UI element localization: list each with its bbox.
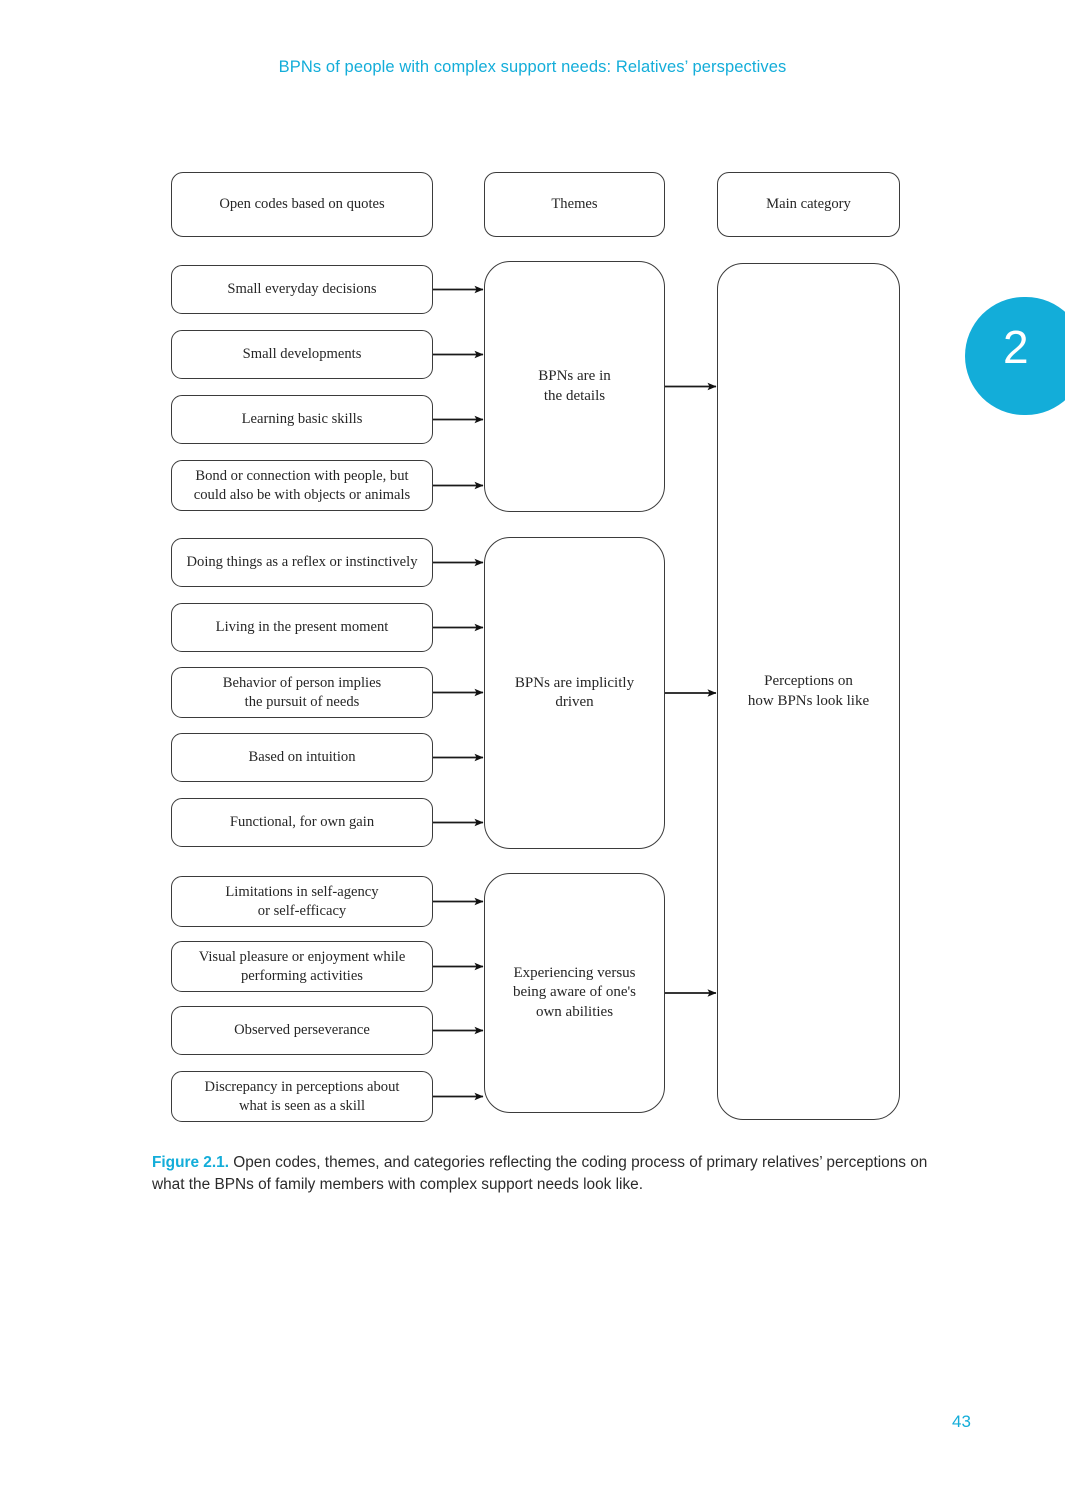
- open-code-box-label: Limitations in self-agency or self-effic…: [225, 883, 379, 919]
- figure-caption-text: Open codes, themes, and categories refle…: [152, 1154, 928, 1193]
- open-code-box-label: Living in the present moment: [215, 619, 389, 636]
- open-code-box-label: Behavior of person implies the pursuit o…: [222, 674, 382, 710]
- figure-caption: Figure 2.1. Open codes, themes, and cate…: [152, 1152, 942, 1196]
- running-head: BPNs of people with complex support need…: [278, 58, 787, 76]
- open-code-box: Limitations in self-agency or self-effic…: [171, 876, 433, 927]
- theme-box-label: BPNs are in the details: [538, 368, 611, 404]
- open-code-box: Based on intuition: [171, 733, 433, 782]
- theme-box-label: Experiencing versus being aware of one's…: [512, 964, 637, 1020]
- main-category-header-label: Main category: [766, 196, 851, 213]
- open-code-box-label: Bond or connection with people, but coul…: [193, 467, 411, 503]
- open-code-box-label: Small developments: [242, 346, 362, 363]
- main-category-header: Main category: [717, 172, 900, 237]
- open-codes-header: Open codes based on quotes: [171, 172, 433, 237]
- theme-box: BPNs are implicitly driven: [484, 537, 665, 849]
- main-category-box: Perceptions on how BPNs look like: [717, 263, 900, 1120]
- open-code-box: Small everyday decisions: [171, 265, 433, 314]
- theme-box-label: BPNs are implicitly driven: [514, 674, 635, 711]
- open-code-box: Discrepancy in perceptions about what is…: [171, 1071, 433, 1122]
- page-number: 43: [952, 1412, 971, 1431]
- open-code-box: Visual pleasure or enjoyment while perfo…: [171, 941, 433, 992]
- chapter-tab-number: 2: [1003, 321, 1029, 373]
- theme-box: Experiencing versus being aware of one's…: [484, 873, 665, 1113]
- open-code-box: Small developments: [171, 330, 433, 379]
- open-codes-header-label: Open codes based on quotes: [219, 196, 385, 213]
- open-code-box: Learning basic skills: [171, 395, 433, 444]
- figure-label: Figure 2.1.: [152, 1154, 229, 1171]
- open-code-box: Observed perseverance: [171, 1006, 433, 1055]
- themes-header-label: Themes: [551, 196, 598, 213]
- open-code-box-label: Based on intuition: [248, 749, 356, 766]
- open-code-box: Behavior of person implies the pursuit o…: [171, 667, 433, 718]
- themes-header: Themes: [484, 172, 665, 237]
- open-code-box: Doing things as a reflex or instinctivel…: [171, 538, 433, 587]
- open-code-box: Bond or connection with people, but coul…: [171, 460, 433, 511]
- coding-process-diagram: Open codes based on quotes Themes Main cat…: [171, 172, 900, 1122]
- open-code-box: Living in the present moment: [171, 603, 433, 652]
- main-category-box-label: Perceptions on how BPNs look like: [747, 673, 870, 709]
- open-code-box-label: Functional, for own gain: [229, 814, 375, 831]
- open-code-box-label: Visual pleasure or enjoyment while perfo…: [198, 948, 406, 984]
- chapter-tab: 2: [965, 297, 1065, 415]
- open-code-box-label: Observed perseverance: [234, 1022, 370, 1039]
- theme-box: BPNs are in the details: [484, 261, 665, 512]
- open-code-box: Functional, for own gain: [171, 798, 433, 847]
- open-code-box-label: Small everyday decisions: [227, 281, 377, 298]
- open-code-box-label: Doing things as a reflex or instinctivel…: [186, 554, 418, 571]
- open-code-box-label: Discrepancy in perceptions about what is…: [204, 1078, 400, 1114]
- open-code-box-label: Learning basic skills: [241, 411, 363, 428]
